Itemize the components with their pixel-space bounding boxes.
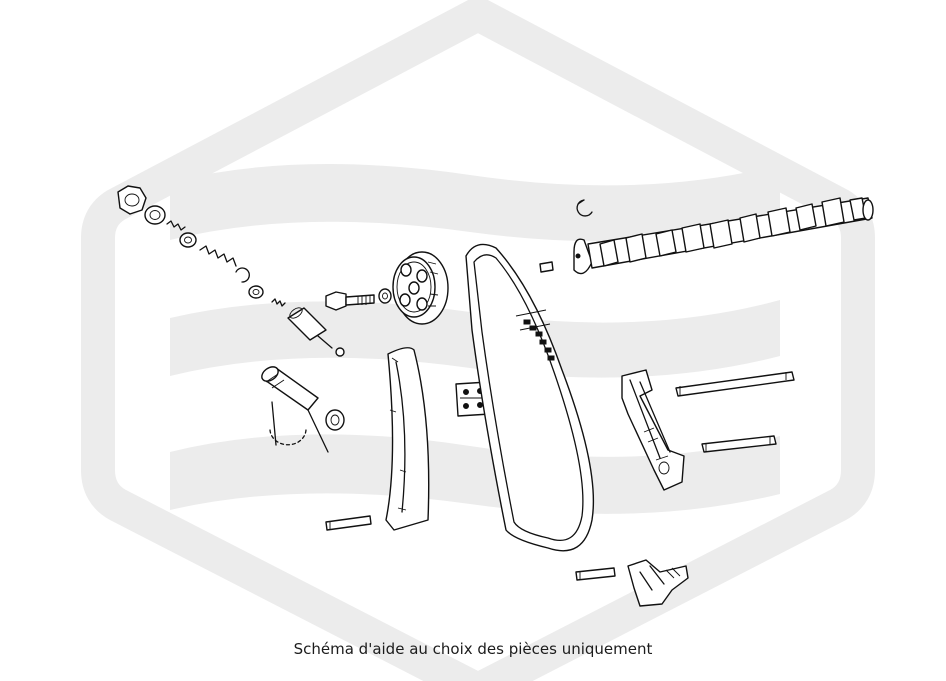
guide-bracket-pin xyxy=(575,567,616,581)
guide-bracket xyxy=(627,559,689,607)
washer-upper xyxy=(179,232,197,248)
cap-nut xyxy=(117,185,147,215)
guide-pin-short xyxy=(701,435,777,453)
hexagon-watermark-icon xyxy=(81,0,875,681)
washer-lower xyxy=(248,285,264,299)
chain-link-marks xyxy=(515,309,555,361)
hex-bolt xyxy=(325,291,375,311)
camshaft-lobes xyxy=(599,197,867,267)
woodruff-key xyxy=(576,199,593,217)
rail-pin xyxy=(325,515,372,531)
slide-rail xyxy=(621,369,685,491)
tensioner-housing xyxy=(261,366,329,453)
camshaft xyxy=(573,197,874,275)
guide-pin-long xyxy=(675,371,795,397)
circlip xyxy=(235,267,250,283)
tensioning-rail xyxy=(385,347,430,531)
tensioner-piston xyxy=(287,307,345,357)
camshaft-sprocket xyxy=(392,251,449,325)
small-spring-lower xyxy=(271,298,286,307)
sealing-ring xyxy=(144,205,166,225)
timing-chain xyxy=(465,243,595,552)
compression-spring xyxy=(199,245,237,267)
seal-ring-tensioner xyxy=(325,409,345,431)
bolt-washer xyxy=(378,288,392,304)
small-spring xyxy=(166,220,186,231)
dowel-pin xyxy=(539,261,554,273)
diagram-caption: Schéma d'aide au choix des pièces unique… xyxy=(293,640,653,658)
